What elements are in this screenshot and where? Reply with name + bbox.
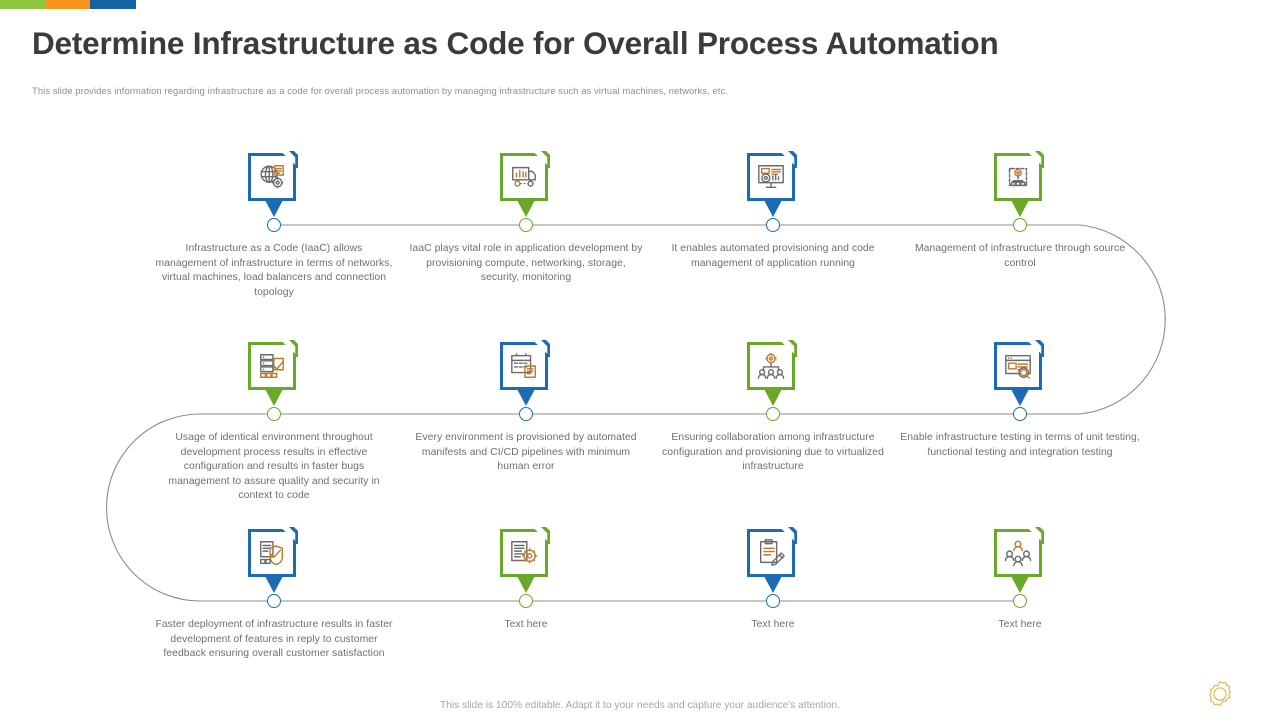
globe-gear-document-icon (248, 153, 296, 201)
node-caption-9: Faster deployment of infrastructure resu… (155, 619, 393, 660)
node-pointer-triangle (764, 200, 782, 217)
node-pin-badge (500, 340, 550, 390)
accent-bar-blue (90, 0, 136, 9)
node-caption-8: Enable infrastructure testing in terms o… (900, 432, 1140, 458)
page-subtitle: This slide provides information regardin… (32, 85, 728, 96)
node-pointer-triangle (764, 576, 782, 593)
gear-logo-icon (1209, 680, 1231, 707)
node-pin-badge (994, 527, 1044, 577)
node-caption-2: IaaC plays vital role in application dev… (409, 243, 643, 284)
node-timeline-dot[interactable] (766, 218, 780, 232)
node-timeline-dot[interactable] (519, 407, 533, 421)
node-pointer-triangle (517, 576, 535, 593)
node-pointer-triangle (1011, 389, 1029, 406)
node-caption-7: Ensuring collaboration among infrastruct… (662, 432, 884, 473)
node-pointer-triangle (265, 576, 283, 593)
node-timeline-dot[interactable] (766, 407, 780, 421)
node-caption-12: Text here (998, 619, 1042, 630)
cycle-gear-network-icon (994, 153, 1042, 201)
page-title: Determine Infrastructure as Code for Ove… (32, 25, 999, 61)
node-timeline-dot[interactable] (766, 594, 780, 608)
node-timeline-dot[interactable] (267, 594, 281, 608)
delivery-truck-chart-icon (500, 153, 548, 201)
presentation-gear-chart-icon (747, 153, 795, 201)
node-pin-badge (248, 527, 298, 577)
node-pin-badge (747, 151, 797, 201)
clipboard-pen-icon (747, 529, 795, 577)
node-timeline-dot[interactable] (519, 594, 533, 608)
node-timeline-dot[interactable] (519, 218, 533, 232)
node-timeline-dot[interactable] (1013, 594, 1027, 608)
team-gear-collaboration-icon (747, 342, 795, 390)
node-caption-11: Text here (751, 619, 795, 630)
node-pointer-triangle (1011, 200, 1029, 217)
node-pin-badge (747, 527, 797, 577)
node-pointer-triangle (1011, 576, 1029, 593)
server-gear-icon (500, 529, 548, 577)
node-caption-6: Every environment is provisioned by auto… (415, 432, 637, 473)
node-timeline-dot[interactable] (267, 407, 281, 421)
browser-search-icon (994, 342, 1042, 390)
node-timeline-dot[interactable] (1013, 407, 1027, 421)
node-caption-5: Usage of identical environment throughou… (168, 432, 380, 502)
accent-bar-orange (46, 0, 90, 9)
node-caption-3: It enables automated provisioning and co… (671, 243, 875, 269)
calendar-document-icon (500, 342, 548, 390)
node-pointer-triangle (764, 389, 782, 406)
node-pointer-triangle (265, 389, 283, 406)
team-group-icon (994, 529, 1042, 577)
node-caption-1: Infrastructure as a Code (IaaC) allows m… (155, 243, 393, 298)
node-timeline-dot[interactable] (267, 218, 281, 232)
node-pin-badge (500, 151, 550, 201)
node-pointer-triangle (265, 200, 283, 217)
footer-note: This slide is 100% editable. Adapt it to… (439, 700, 841, 711)
document-approved-icon (248, 529, 296, 577)
server-checklist-icon (248, 342, 296, 390)
node-pointer-triangle (517, 389, 535, 406)
accent-bar-green (0, 0, 46, 9)
node-timeline-dot[interactable] (1013, 218, 1027, 232)
node-caption-10: Text here (504, 619, 548, 630)
node-pointer-triangle (517, 200, 535, 217)
node-pin-badge (994, 340, 1044, 390)
node-caption-4: Management of infrastructure through sou… (914, 243, 1126, 269)
